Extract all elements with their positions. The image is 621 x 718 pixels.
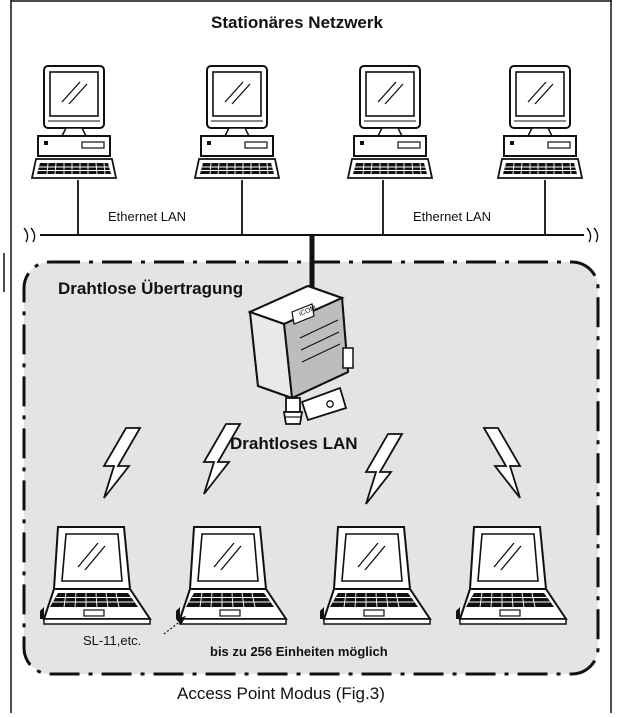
desktop-computer-icon (31, 65, 117, 179)
desktop-computer-icon (347, 65, 433, 179)
cable-break-left (23, 227, 36, 243)
capacity-note: bis zu 256 Einheiten möglich (210, 644, 388, 659)
figure-caption: Access Point Modus (Fig.3) (177, 684, 385, 703)
desktop-computer-icon (194, 65, 280, 179)
ethernet-label-right: Ethernet LAN (413, 209, 492, 224)
cable-break-right (586, 227, 599, 243)
access-point-icon (247, 284, 354, 425)
diagram-title: Stationäres Netzwerk (211, 13, 383, 32)
desktop-computer-icon (497, 65, 583, 179)
adapter-arrow (163, 616, 186, 635)
desktop-drop-lines (77, 180, 546, 235)
wireless-lan-label: Drahtloses LAN (230, 434, 358, 453)
ethernet-label-left: Ethernet LAN (108, 209, 187, 224)
adapter-label: SL-11,etc. (83, 633, 142, 648)
wireless-zone-label: Drahtlose Übertragung (58, 279, 244, 298)
